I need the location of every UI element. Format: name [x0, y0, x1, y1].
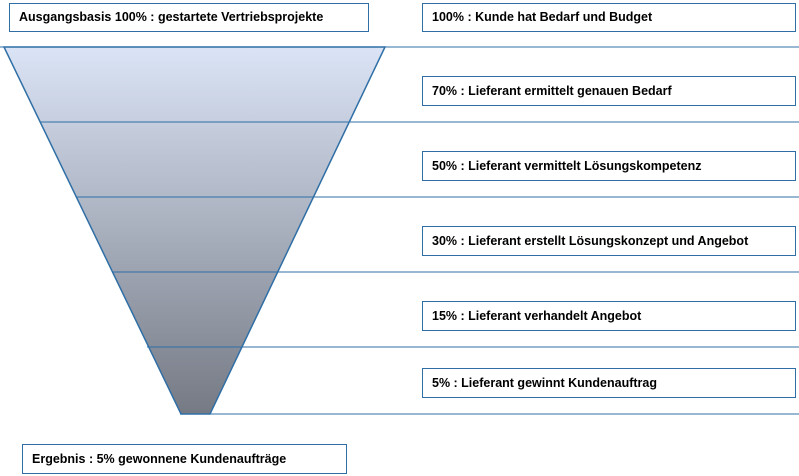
stage-label-4: 30% : Lieferant erstellt Lösungskonzept …: [432, 233, 749, 248]
bottom-label-text: Ergebnis : 5% gewonnene Kundenaufträge: [32, 451, 287, 466]
stage-box-3: 50% : Lieferant vermittelt Lösungskompet…: [422, 151, 796, 181]
stage-box-2: 70% : Lieferant ermittelt genauen Bedarf: [422, 76, 796, 106]
stage-label-3: 50% : Lieferant vermittelt Lösungskompet…: [432, 158, 702, 173]
stage-label-5: 15% : Lieferant verhandelt Angebot: [432, 308, 642, 323]
funnel-shape: [2, 46, 387, 415]
top-label-box: Ausgangsbasis 100% : gestartete Vertrieb…: [9, 3, 369, 32]
bottom-label-box: Ergebnis : 5% gewonnene Kundenaufträge: [22, 444, 347, 474]
stage-box-4: 30% : Lieferant erstellt Lösungskonzept …: [422, 226, 796, 256]
stage-label-1: 100% : Kunde hat Bedarf und Budget: [432, 10, 653, 25]
stage-box-1: 100% : Kunde hat Bedarf und Budget: [422, 3, 796, 32]
stage-label-2: 70% : Lieferant ermittelt genauen Bedarf: [432, 83, 672, 98]
top-label-text: Ausgangsbasis 100% : gestartete Vertrieb…: [19, 10, 324, 25]
stage-box-5: 15% : Lieferant verhandelt Angebot: [422, 301, 796, 331]
stage-box-6: 5% : Lieferant gewinnt Kundenauftrag: [422, 368, 796, 398]
stage-label-6: 5% : Lieferant gewinnt Kundenauftrag: [432, 375, 658, 390]
